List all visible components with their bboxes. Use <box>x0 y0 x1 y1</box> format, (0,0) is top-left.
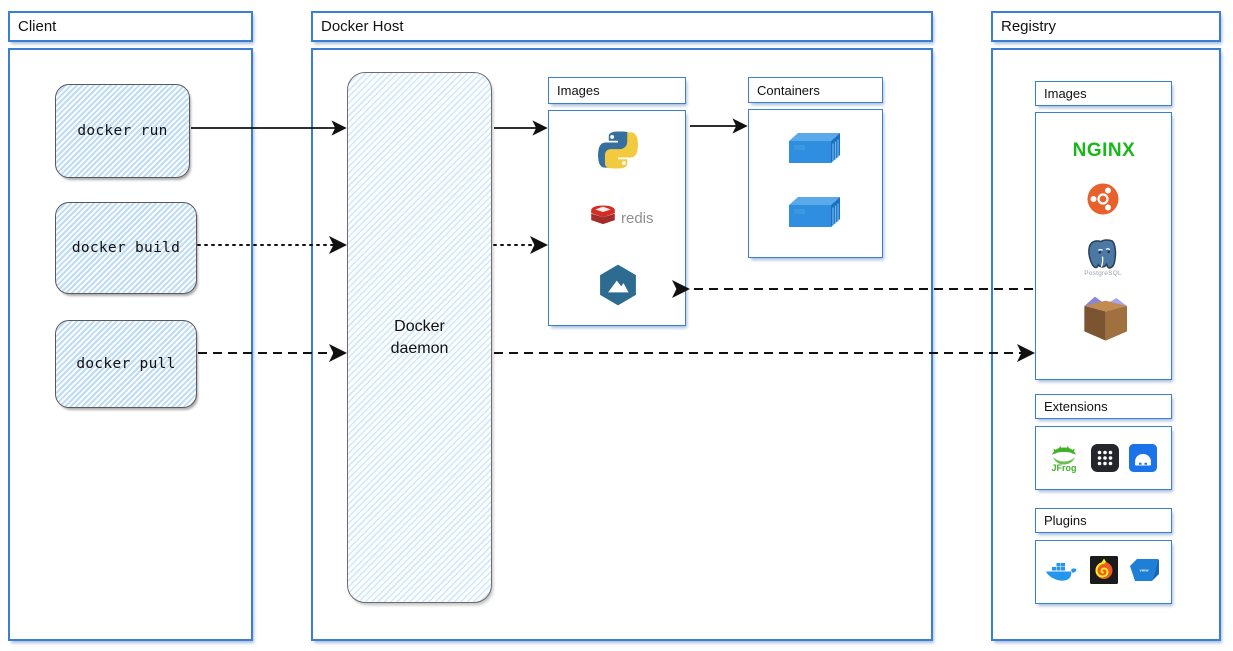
app-grid-icon <box>1091 444 1119 472</box>
host-images-label: Images <box>557 83 600 98</box>
host-containers-label: Containers <box>757 82 820 98</box>
docker-host-panel-label: Docker Host <box>321 18 404 35</box>
command-label: docker build <box>71 240 181 256</box>
registry-panel-header: Registry <box>991 11 1221 42</box>
docker-daemon-box[interactable]: Docker daemon <box>347 72 492 603</box>
shipping-container-icon <box>785 128 843 170</box>
registry-extensions-header: Extensions <box>1035 394 1172 419</box>
command-label: docker pull <box>76 356 176 372</box>
docker-whale-logo-icon <box>1044 558 1078 584</box>
open-box-icon <box>1075 294 1135 346</box>
registry-plugins-label: Plugins <box>1044 513 1087 528</box>
hexagon-mountain-logo-icon <box>598 264 638 306</box>
postgresql-logo-icon: PostgreSQL <box>1078 235 1128 279</box>
registry-extensions-label: Extensions <box>1044 399 1108 414</box>
client-panel-header: Client <box>8 11 253 42</box>
registry-panel-label: Registry <box>1001 18 1057 35</box>
client-panel-label: Client <box>18 18 57 35</box>
jfrog-logo-text: JFrog <box>1051 462 1077 473</box>
jfrog-logo-icon: JFrog <box>1046 441 1082 475</box>
command-box-docker-run[interactable]: docker run <box>55 84 190 178</box>
disk-storage-icon <box>1129 444 1157 472</box>
svg-text:vmw: vmw <box>1140 568 1150 573</box>
grafana-logo-icon <box>1090 556 1118 584</box>
docker-host-panel-header: Docker Host <box>311 11 933 42</box>
redis-logo-icon <box>590 205 616 232</box>
python-logo-icon <box>597 128 639 172</box>
ubuntu-logo-icon <box>1087 183 1119 215</box>
redis-logo-text: redis <box>621 210 654 227</box>
command-box-docker-pull[interactable]: docker pull <box>55 320 197 408</box>
nginx-logo-icon: NGINX <box>1060 139 1148 163</box>
registry-images-label: Images <box>1044 86 1087 101</box>
command-box-docker-build[interactable]: docker build <box>55 202 197 294</box>
registry-images-header: Images <box>1035 81 1172 106</box>
nginx-logo-text: NGINX <box>1072 140 1136 161</box>
command-label: docker run <box>77 123 168 139</box>
host-images-header: Images <box>548 77 686 104</box>
vmware-logo-icon: vmw <box>1127 556 1161 584</box>
shipping-container-icon <box>785 192 843 234</box>
docker-daemon-label: Docker daemon <box>390 317 449 357</box>
registry-plugins-header: Plugins <box>1035 508 1172 533</box>
redis-logo-row: redis <box>590 205 654 232</box>
postgresql-logo-text: PostgreSQL <box>1084 269 1122 277</box>
host-containers-header: Containers <box>748 77 883 103</box>
